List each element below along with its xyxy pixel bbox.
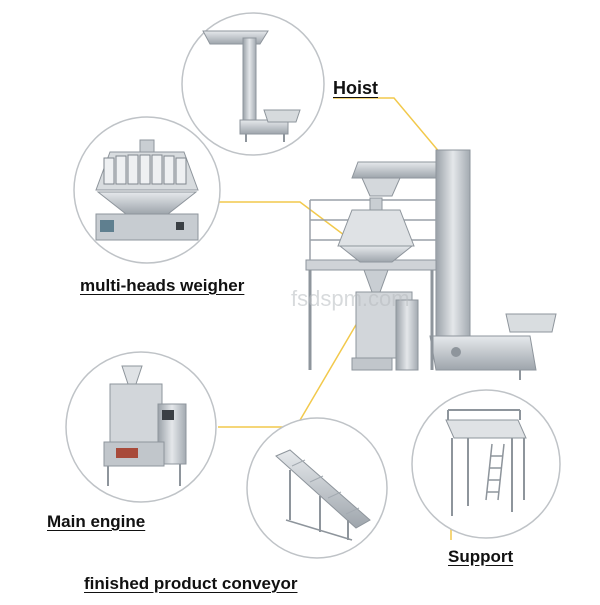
- watermark-text: fsdspm.com: [291, 286, 410, 311]
- hoist-image: [181, 12, 325, 156]
- leader-line-weigher: [219, 201, 357, 245]
- conveyor-image: [246, 417, 388, 559]
- support-image: [411, 389, 561, 539]
- label-main-engine: Main engine: [47, 512, 146, 531]
- label-finished-product-conveyor: finished product conveyor: [84, 574, 298, 593]
- label-hoist: Hoist: [333, 78, 378, 98]
- weigher-image: [73, 116, 221, 264]
- leader-line-hoist: [333, 97, 447, 161]
- label-multi-heads-weigher: multi-heads weigher: [80, 276, 245, 295]
- label-support: Support: [448, 547, 514, 566]
- packaging-machine-assembly: [305, 149, 557, 380]
- main-engine-image: [65, 351, 217, 503]
- leader-line-engine: [218, 317, 361, 428]
